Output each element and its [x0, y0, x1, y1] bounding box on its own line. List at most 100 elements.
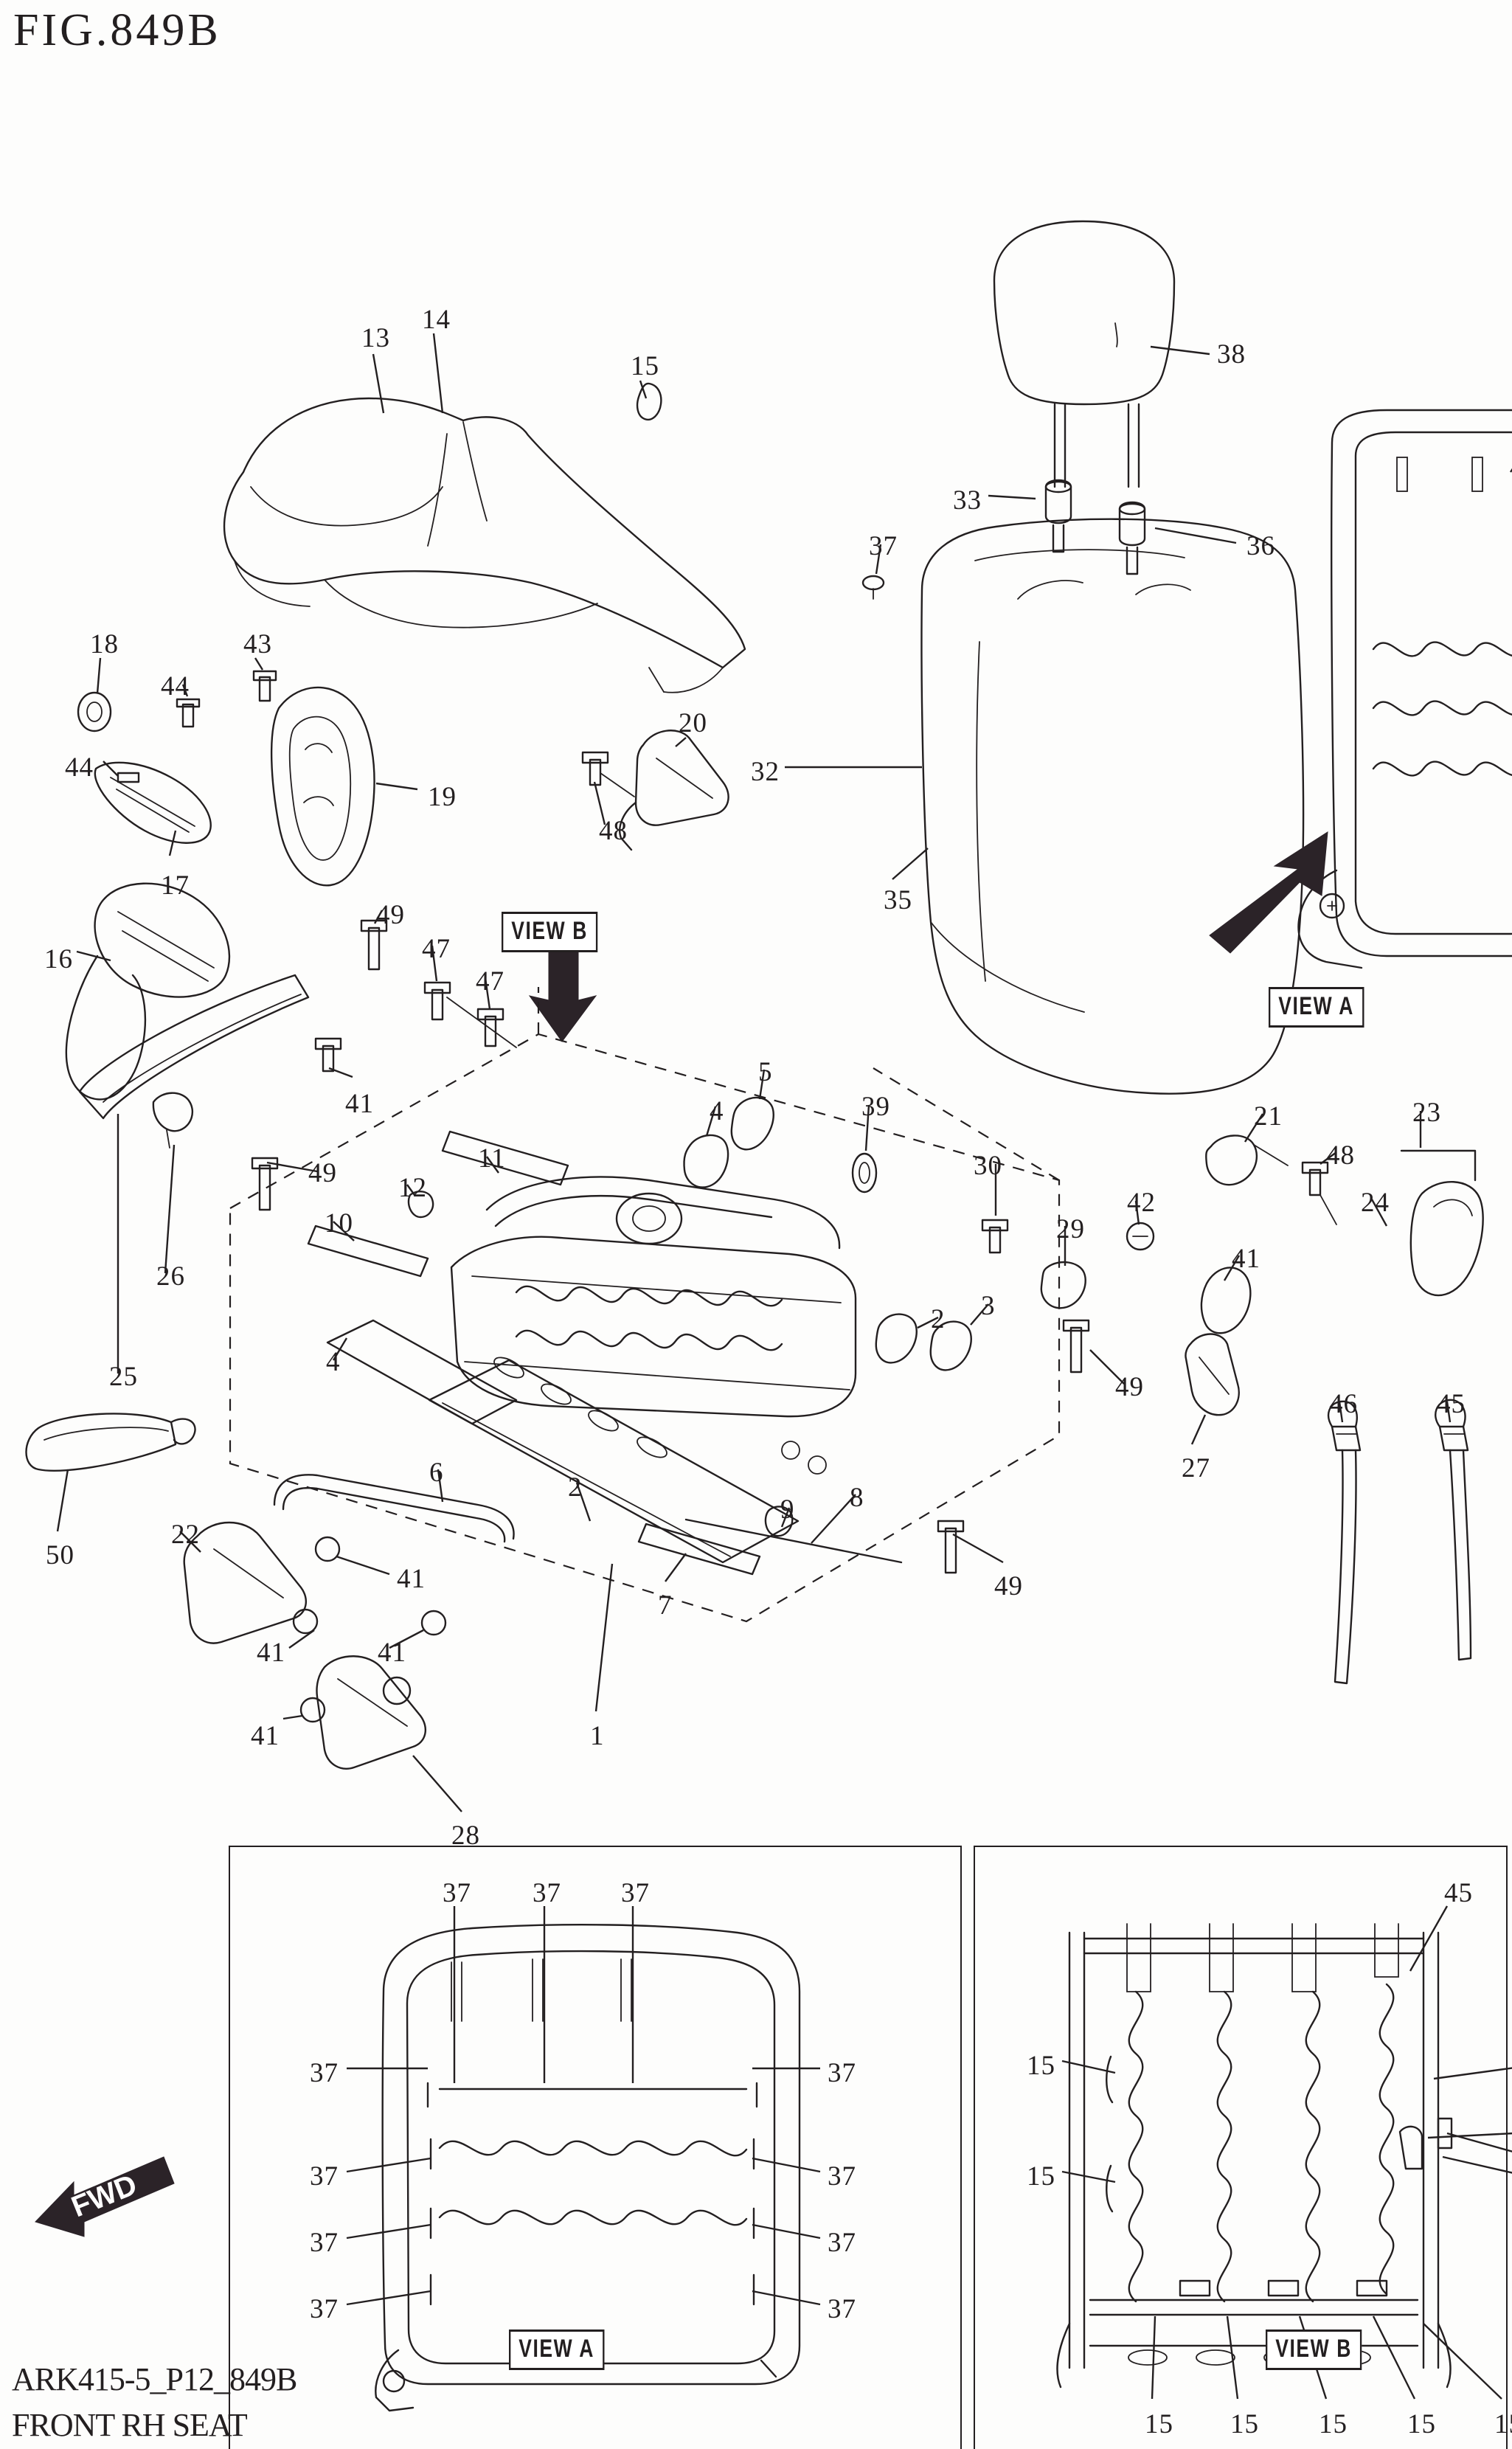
callout-number-23: 23 — [1412, 1098, 1441, 1128]
callout-number-49: 49 — [994, 1571, 1023, 1601]
page-title: FIG.849B — [13, 5, 221, 55]
callout-number-7: 7 — [658, 1590, 673, 1621]
callout-number-2: 2 — [931, 1304, 946, 1334]
part-38-headrest — [993, 220, 1176, 488]
part-39-bushing — [851, 1152, 878, 1194]
callout-number-15: 15 — [631, 351, 659, 381]
callout-number-49: 49 — [376, 900, 405, 930]
part-43-bolt — [252, 670, 277, 702]
callout-number-44: 44 — [65, 752, 94, 783]
subview-a-callout-number-37: 37 — [310, 2058, 339, 2088]
callout-number-32: 32 — [751, 757, 780, 787]
part-4-5-brackets — [683, 1096, 972, 1371]
callout-number-22: 22 — [171, 1520, 200, 1550]
part-seat-back-cover — [920, 518, 1305, 1095]
callout-number-41: 41 — [251, 1721, 280, 1751]
callout-number-39: 39 — [861, 1092, 890, 1122]
subview-a-callout-number-37: 37 — [828, 2058, 856, 2088]
subview-a-callout-number-37: 37 — [828, 2228, 856, 2258]
subview-a-callout-number-37: 37 — [828, 2161, 856, 2192]
footer-part-name: FRONT RH SEAT — [12, 2407, 248, 2443]
callout-number-21: 21 — [1254, 1101, 1283, 1132]
callout-number-20: 20 — [679, 708, 707, 738]
callout-number-35: 35 — [884, 885, 912, 915]
callout-number-41: 41 — [257, 1638, 285, 1668]
subview-a-callout-number-37: 37 — [443, 1878, 471, 1908]
callout-number-25: 25 — [109, 1362, 138, 1392]
part-seat-cushion — [223, 397, 746, 693]
subview-b-callout-number-15: 15 — [1027, 2051, 1055, 2081]
subview-a-callout-number-37: 37 — [533, 1878, 561, 1908]
subview-a-callout-number-37: 37 — [828, 2294, 856, 2324]
subview-b-callout-number-15: 15 — [1319, 2409, 1348, 2439]
callout-number-50: 50 — [46, 1540, 74, 1570]
callout-number-41: 41 — [1232, 1244, 1260, 1274]
callout-number-49: 49 — [1115, 1372, 1144, 1402]
main-view-b-label: VIEW B — [502, 912, 598, 952]
callout-number-8: 8 — [850, 1483, 864, 1513]
part-33-headrest-guide — [1044, 479, 1072, 553]
callout-number-13: 13 — [361, 323, 390, 353]
part-27-bracket — [1185, 1333, 1240, 1416]
part-15-clip — [636, 382, 662, 421]
callout-number-19: 19 — [428, 782, 457, 812]
callout-number-11: 11 — [478, 1143, 506, 1174]
callout-number-30: 30 — [974, 1151, 1002, 1181]
callout-number-28: 28 — [451, 1821, 480, 1851]
part-1-seat-frame-assembly — [326, 1176, 903, 1564]
callout-number-26: 26 — [156, 1261, 185, 1292]
callout-number-36: 36 — [1246, 531, 1275, 561]
callout-number-47: 47 — [476, 966, 504, 997]
callout-number-42: 42 — [1127, 1188, 1156, 1218]
callout-number-46: 46 — [1329, 1389, 1358, 1419]
callout-number-17: 17 — [161, 870, 190, 901]
subview-a-callout-number-37: 37 — [310, 2161, 339, 2192]
part-45-cable-tie — [1435, 1399, 1472, 1661]
part-25-26-side-trim — [78, 974, 310, 1149]
subview-a-callout-number-37: 37 — [310, 2228, 339, 2258]
subview-b-callout-number-15: 15 — [1230, 2409, 1259, 2439]
part-36-headrest-guide — [1118, 501, 1146, 575]
part-19-recliner-cover — [270, 686, 375, 887]
view-a-direction-arrow — [1209, 831, 1328, 954]
part-48-bolt-left — [581, 751, 635, 797]
subview-b-callout-number-15: 15 — [1145, 2409, 1173, 2439]
subview-a-label: VIEW A — [509, 2330, 605, 2370]
part-49-screws — [251, 919, 1090, 1574]
callout-number-41: 41 — [378, 1638, 406, 1668]
part-50-cover — [25, 1413, 196, 1472]
callout-number-12: 12 — [398, 1173, 427, 1203]
callout-number-16: 16 — [44, 944, 73, 974]
subview-b-frame — [974, 1846, 1508, 2449]
fwd-direction-arrow: FWD — [35, 2156, 175, 2237]
part-6-cross-bar — [273, 1474, 515, 1543]
part-17-hinge-cover — [94, 761, 212, 844]
callout-number-3: 3 — [981, 1291, 996, 1321]
subview-b-callout-number-15: 15 — [1027, 2161, 1055, 2192]
callout-number-9: 9 — [780, 1494, 795, 1525]
callout-number-33: 33 — [953, 485, 982, 516]
callout-number-45: 45 — [1437, 1389, 1466, 1419]
callout-number-48: 48 — [1326, 1140, 1355, 1171]
callout-number-44: 44 — [161, 671, 190, 702]
part-18-cap — [77, 691, 112, 732]
subview-b-callout-number-45: 45 — [1444, 1878, 1473, 1908]
callout-number-27: 27 — [1182, 1453, 1210, 1483]
callout-number-10: 10 — [325, 1208, 353, 1239]
callout-number-5: 5 — [758, 1057, 773, 1087]
callout-number-29: 29 — [1056, 1214, 1085, 1244]
part-44-bolts — [117, 698, 201, 783]
part-31-seat-back-frame — [1297, 409, 1512, 969]
callout-number-41: 41 — [397, 1564, 426, 1594]
subview-b-callout-number-15: 15 — [1494, 2409, 1512, 2439]
part-30-bolt — [981, 1219, 1009, 1254]
part-20-bracket — [619, 730, 729, 851]
callout-number-47: 47 — [422, 934, 451, 964]
fwd-label: FWD — [67, 2168, 142, 2223]
footer-part-code: ARK415-5_P12_849B — [12, 2361, 297, 2397]
subview-a-callout-number-37: 37 — [310, 2294, 339, 2324]
part-16-side-cover — [65, 882, 231, 1101]
callout-number-41: 41 — [345, 1089, 374, 1119]
callout-number-49: 49 — [308, 1158, 337, 1188]
